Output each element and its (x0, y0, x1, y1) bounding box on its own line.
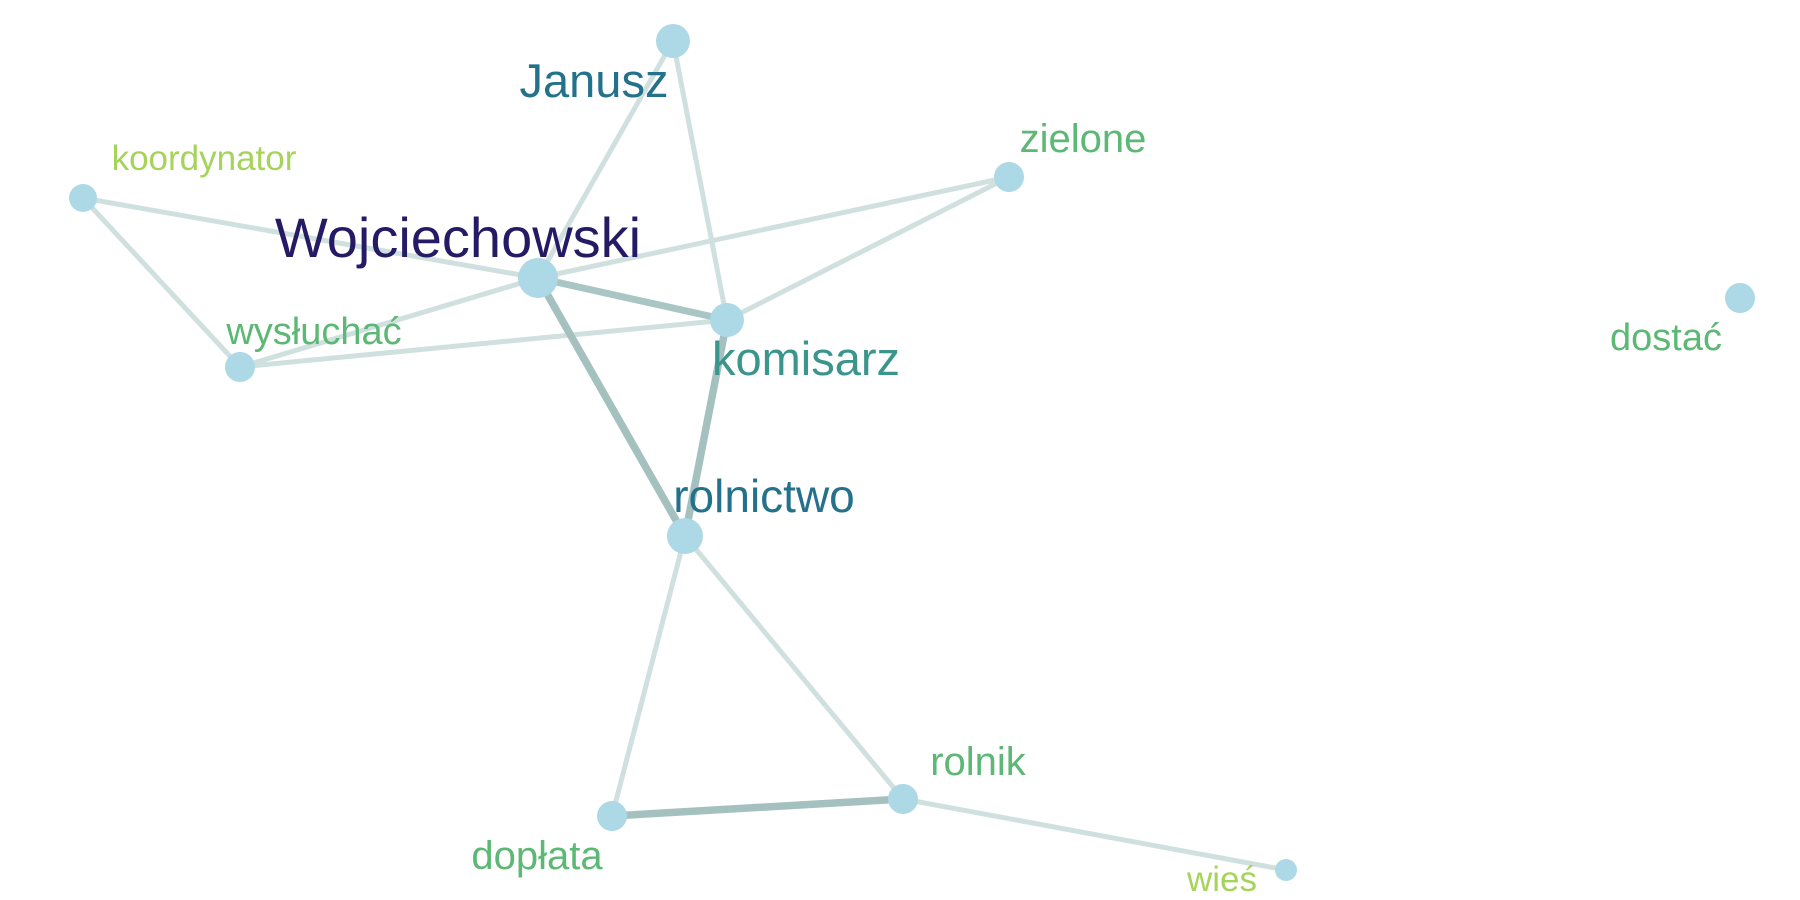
node-wojciechowski (518, 258, 558, 298)
node-label-zielone: zielone (1020, 117, 1147, 161)
edge-koordynator-wojciechowski (80, 195, 541, 281)
edge-koordynator-wysluchac (80, 195, 243, 370)
node-rolnik (888, 784, 918, 814)
edge-wojciechowski-komisarz (534, 274, 731, 324)
node-label-dostac: dostać (1610, 317, 1722, 359)
edge-rolnictwo-rolnik (682, 533, 906, 802)
node-label-wojciechowski: Wojciechowski (275, 206, 641, 269)
edge-janusz-wojciechowski (535, 38, 676, 281)
edge-doplata-rolnik (608, 795, 907, 820)
node-dostac (1725, 283, 1755, 313)
nodes-layer (69, 24, 1755, 881)
edge-zielone-komisarz (724, 174, 1012, 323)
edges-layer (80, 38, 1289, 873)
node-label-komisarz: komisarz (712, 332, 900, 385)
edge-komisarz-wysluchac (237, 317, 730, 370)
node-doplata (597, 801, 627, 831)
node-janusz (656, 24, 690, 58)
node-label-doplata: dopłata (471, 834, 603, 878)
edge-wojciechowski-rolnictwo (534, 274, 689, 540)
node-koordynator (69, 184, 97, 212)
edge-zielone-wojciechowski (535, 174, 1012, 281)
edge-komisarz-rolnictwo (681, 316, 731, 540)
edge-janusz-komisarz (670, 38, 730, 323)
node-wysluchac (225, 352, 255, 382)
node-label-rolnictwo: rolnictwo (673, 470, 855, 522)
edge-wojciechowski-wysluchac (237, 275, 541, 370)
node-label-koordynator: koordynator (112, 139, 297, 178)
node-wies (1275, 859, 1297, 881)
edge-rolnik-wies (900, 796, 1289, 873)
node-rolnictwo (667, 518, 703, 554)
node-label-wies: wieś (1186, 860, 1257, 899)
node-label-wysluchac: wysłuchać (225, 311, 401, 353)
node-komisarz (710, 303, 744, 337)
node-label-janusz: Janusz (520, 54, 669, 107)
node-label-rolnik: rolnik (930, 740, 1027, 784)
edge-rolnictwo-doplata (609, 533, 688, 819)
node-zielone (994, 162, 1024, 192)
